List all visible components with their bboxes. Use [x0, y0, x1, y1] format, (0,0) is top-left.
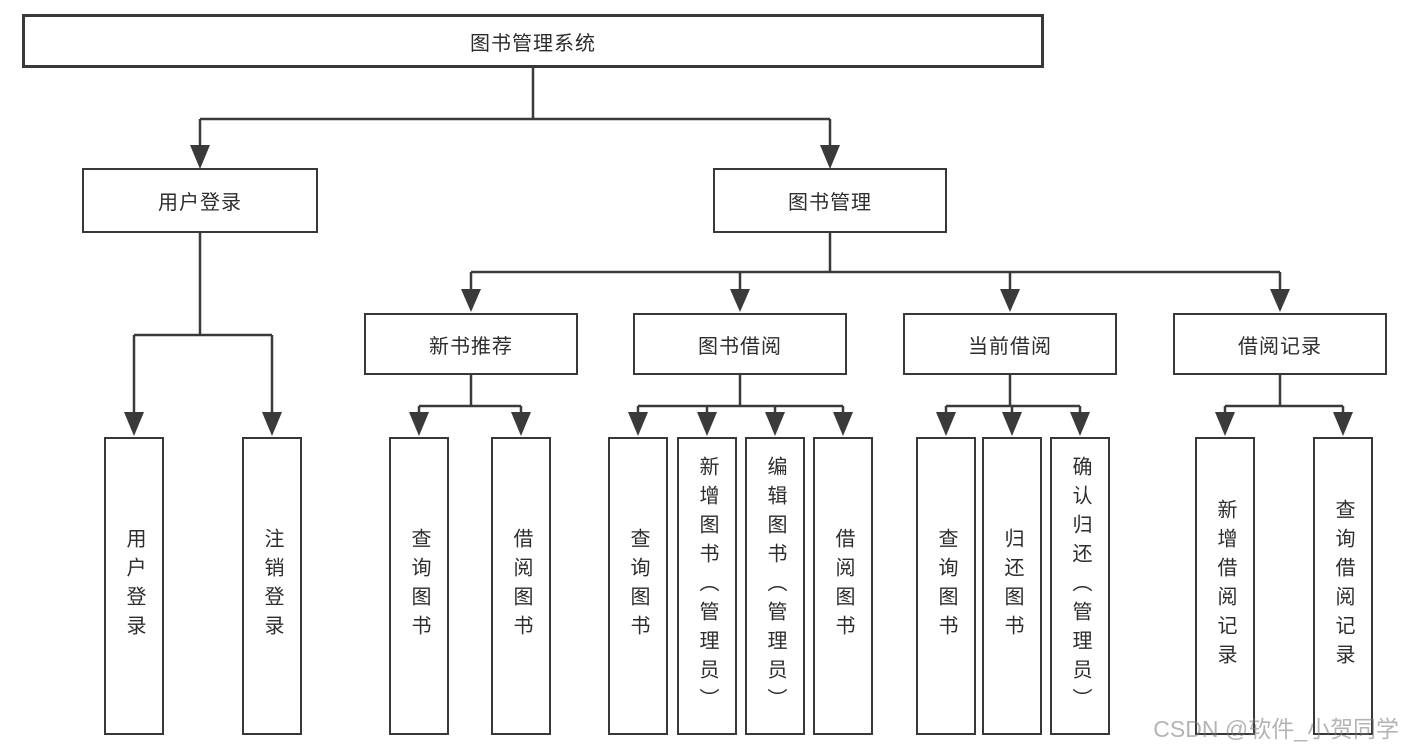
- node-book-management: 图书管理: [713, 168, 947, 233]
- leaf-add-books-admin: 新增图书（管理员）: [677, 437, 737, 735]
- arrowhead: [820, 145, 840, 169]
- arrowhead: [936, 412, 956, 436]
- leaf-label: 编辑图书（管理员）: [764, 455, 786, 717]
- arrowhead: [1000, 289, 1020, 312]
- leaf-recommend-query-books: 查询图书: [389, 437, 449, 735]
- leaf-add-borrow-record: 新增借阅记录: [1195, 437, 1255, 735]
- leaf-return-books: 归还图书: [982, 437, 1042, 735]
- leaf-query-borrow-record: 查询借阅记录: [1313, 437, 1373, 735]
- leaf-label: 新增借阅记录: [1214, 499, 1236, 673]
- arrowhead: [697, 412, 717, 436]
- connector-current-borrow-branch: [936, 375, 1090, 436]
- node-current-borrow: 当前借阅: [903, 313, 1117, 375]
- arrowhead: [1333, 412, 1353, 436]
- connector-book-management-branch: [461, 233, 1290, 312]
- connector-root-to-level1: [190, 68, 840, 169]
- node-label: 图书管理系统: [470, 32, 596, 55]
- leaf-label: 借阅图书: [832, 528, 854, 644]
- arrowhead: [765, 412, 785, 436]
- node-label: 新书推荐: [429, 335, 513, 358]
- connector-user-login-branch: [124, 233, 282, 436]
- csdn-watermark: CSDN @软件_小贺同学: [1153, 716, 1399, 742]
- arrowhead: [461, 289, 481, 312]
- leaf-borrow-query-books: 查询图书: [608, 437, 668, 735]
- leaf-label: 确认归还（管理员）: [1069, 455, 1091, 717]
- node-label: 当前借阅: [968, 335, 1052, 358]
- arrowhead: [833, 412, 853, 436]
- arrowhead: [1002, 412, 1022, 436]
- leaf-logout: 注销登录: [242, 437, 302, 735]
- connector-new-book-recommend-branch: [409, 375, 531, 436]
- arrowhead: [1215, 412, 1235, 436]
- leaf-edit-books-admin: 编辑图书（管理员）: [745, 437, 805, 735]
- node-label: 借阅记录: [1238, 335, 1322, 358]
- arrowhead: [628, 412, 648, 436]
- leaf-label: 查询图书: [627, 528, 649, 644]
- node-new-book-recommend: 新书推荐: [364, 313, 578, 375]
- leaf-recommend-borrow-books: 借阅图书: [491, 437, 551, 735]
- node-label: 图书借阅: [698, 335, 782, 358]
- arrowhead: [262, 412, 282, 436]
- arrowhead: [1270, 289, 1290, 312]
- connector-borrow-records-branch: [1215, 375, 1353, 436]
- arrowhead: [124, 412, 144, 436]
- leaf-label: 新增图书（管理员）: [696, 455, 718, 717]
- node-library-system: 图书管理系统: [22, 14, 1044, 68]
- arrowhead: [409, 412, 429, 436]
- leaf-label: 归还图书: [1001, 528, 1023, 644]
- leaf-current-query-books: 查询图书: [916, 437, 976, 735]
- node-user-login: 用户登录: [82, 168, 318, 233]
- connector-book-borrow-branch: [628, 375, 853, 436]
- leaf-label: 注销登录: [261, 528, 283, 644]
- node-label: 图书管理: [788, 192, 872, 214]
- leaf-borrow-books: 借阅图书: [813, 437, 873, 735]
- leaf-label: 查询借阅记录: [1332, 499, 1354, 673]
- leaf-user-login: 用户登录: [104, 437, 164, 735]
- node-label: 用户登录: [158, 192, 242, 214]
- arrowhead: [511, 412, 531, 436]
- leaf-label: 查询图书: [935, 528, 957, 644]
- arrowhead: [190, 145, 210, 169]
- node-book-borrow: 图书借阅: [633, 313, 847, 375]
- arrowhead: [1070, 412, 1090, 436]
- arrowhead: [730, 289, 750, 312]
- leaf-confirm-return-admin: 确认归还（管理员）: [1050, 437, 1110, 735]
- leaf-label: 借阅图书: [510, 528, 532, 644]
- leaf-label: 用户登录: [123, 528, 145, 644]
- node-borrow-records: 借阅记录: [1173, 313, 1387, 375]
- leaf-label: 查询图书: [408, 528, 430, 644]
